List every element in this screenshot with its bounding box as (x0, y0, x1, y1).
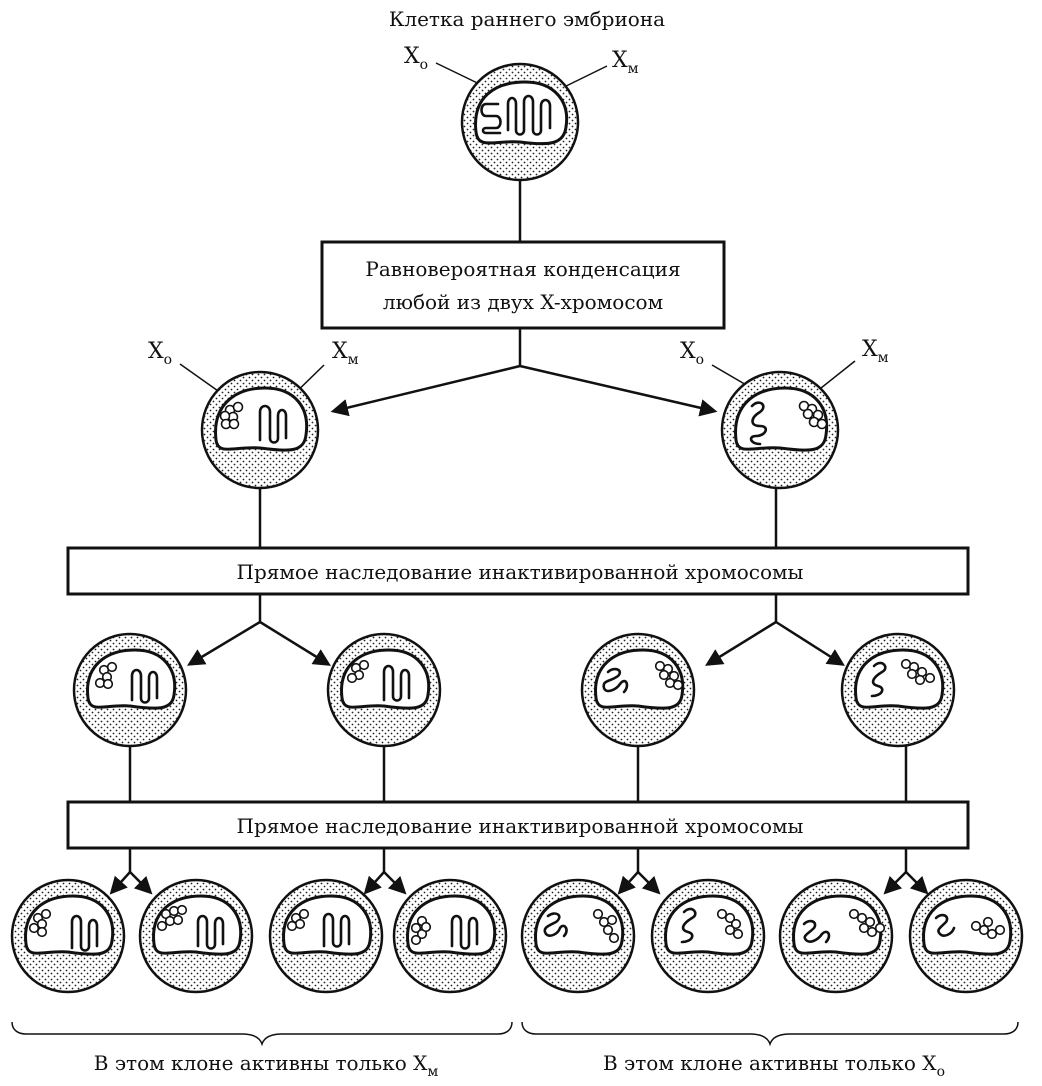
gen4-cell-2 (138, 878, 254, 994)
arrow-gen3-2 (259, 620, 331, 666)
early-embryo-cell (460, 62, 580, 182)
inheritance-box-2-text: Прямое наследование инактивированной хро… (237, 814, 804, 838)
brace-left (11, 1021, 513, 1047)
inheritance-box-1-text: Прямое наследование инактивированной хро… (237, 560, 804, 584)
condensation-line-2: любой из двух X-хромосом (383, 290, 663, 314)
gen4-cell-4 (392, 878, 508, 994)
mid-cell-left (200, 370, 320, 490)
diagram-title: Клетка раннего эмбриона (389, 7, 665, 31)
svg-text:Xо: Xо (148, 339, 172, 368)
gen4-cell-7 (778, 878, 894, 994)
clone-right-caption: В этом клоне активны только Xо (603, 1051, 945, 1080)
gen4-cell-5 (520, 878, 636, 994)
arrow-left-branch (330, 364, 521, 417)
chromosome-xm (506, 94, 552, 136)
fork-1 (109, 848, 153, 895)
inactive-xo-bead (219, 401, 244, 430)
gen3-cell-1 (72, 632, 188, 748)
active-xo (749, 401, 768, 446)
gen4-cell-3 (268, 878, 384, 994)
mid-right-xo-label: Xо (680, 339, 704, 368)
clone-left-caption: В этом клоне активны только Xм (94, 1051, 439, 1080)
inheritance-box-2 (66, 800, 970, 850)
arrow-gen3-3 (705, 620, 777, 666)
active-xm (258, 404, 288, 444)
fork-4 (883, 848, 929, 895)
gen3-cell-2 (326, 632, 442, 748)
inheritance-box-1 (66, 546, 970, 596)
gen3-cell-4 (840, 632, 956, 748)
gen4-cell-6 (650, 878, 766, 994)
gen4-cell-1 (10, 878, 126, 994)
top-xo-label: Xо (404, 44, 428, 73)
gen4-cell-8 (908, 878, 1024, 994)
svg-text:Xо: Xо (404, 44, 428, 73)
svg-text:Xо: Xо (680, 339, 704, 368)
fork-2 (363, 848, 407, 895)
gen3-cell-3 (580, 632, 696, 748)
condensation-line-1: Равновероятная конденсация (365, 257, 680, 281)
mid-cell-right (720, 370, 840, 490)
mid-right-xo-pointer (711, 364, 749, 387)
svg-text:Xм: Xм (612, 48, 639, 77)
svg-text:Xм: Xм (862, 337, 889, 366)
mid-right-xm-pointer (815, 360, 856, 393)
mid-left-xm-label: Xм (332, 339, 359, 368)
fork-3 (617, 848, 661, 895)
mid-right-xm-label: Xм (862, 337, 889, 366)
arrow-gen3-4 (775, 620, 845, 666)
condensation-box (320, 240, 726, 330)
mid-left-xo-label: Xо (148, 339, 172, 368)
svg-text:Xм: Xм (332, 339, 359, 368)
inactive-xm-bead (798, 400, 828, 430)
top-xm-label: Xм (612, 48, 639, 77)
chromosome-xo (480, 102, 502, 135)
brace-right (521, 1021, 1019, 1047)
arrow-right-branch (519, 364, 718, 417)
arrow-gen3-1 (186, 620, 261, 666)
